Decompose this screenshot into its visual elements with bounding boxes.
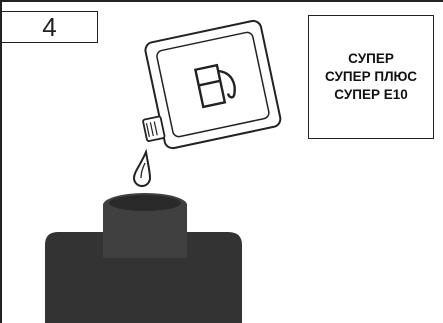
fuel-type-1: СУПЕР (348, 50, 394, 68)
bottle-icon (45, 193, 242, 323)
fuel-type-box: СУПЕР СУПЕР ПЛЮС СУПЕР E10 (308, 15, 434, 139)
step-number: 4 (1, 11, 98, 43)
fuel-type-3: СУПЕР E10 (334, 86, 407, 104)
fuel-type-2: СУПЕР ПЛЮС (325, 68, 417, 86)
canister-icon (127, 19, 282, 153)
